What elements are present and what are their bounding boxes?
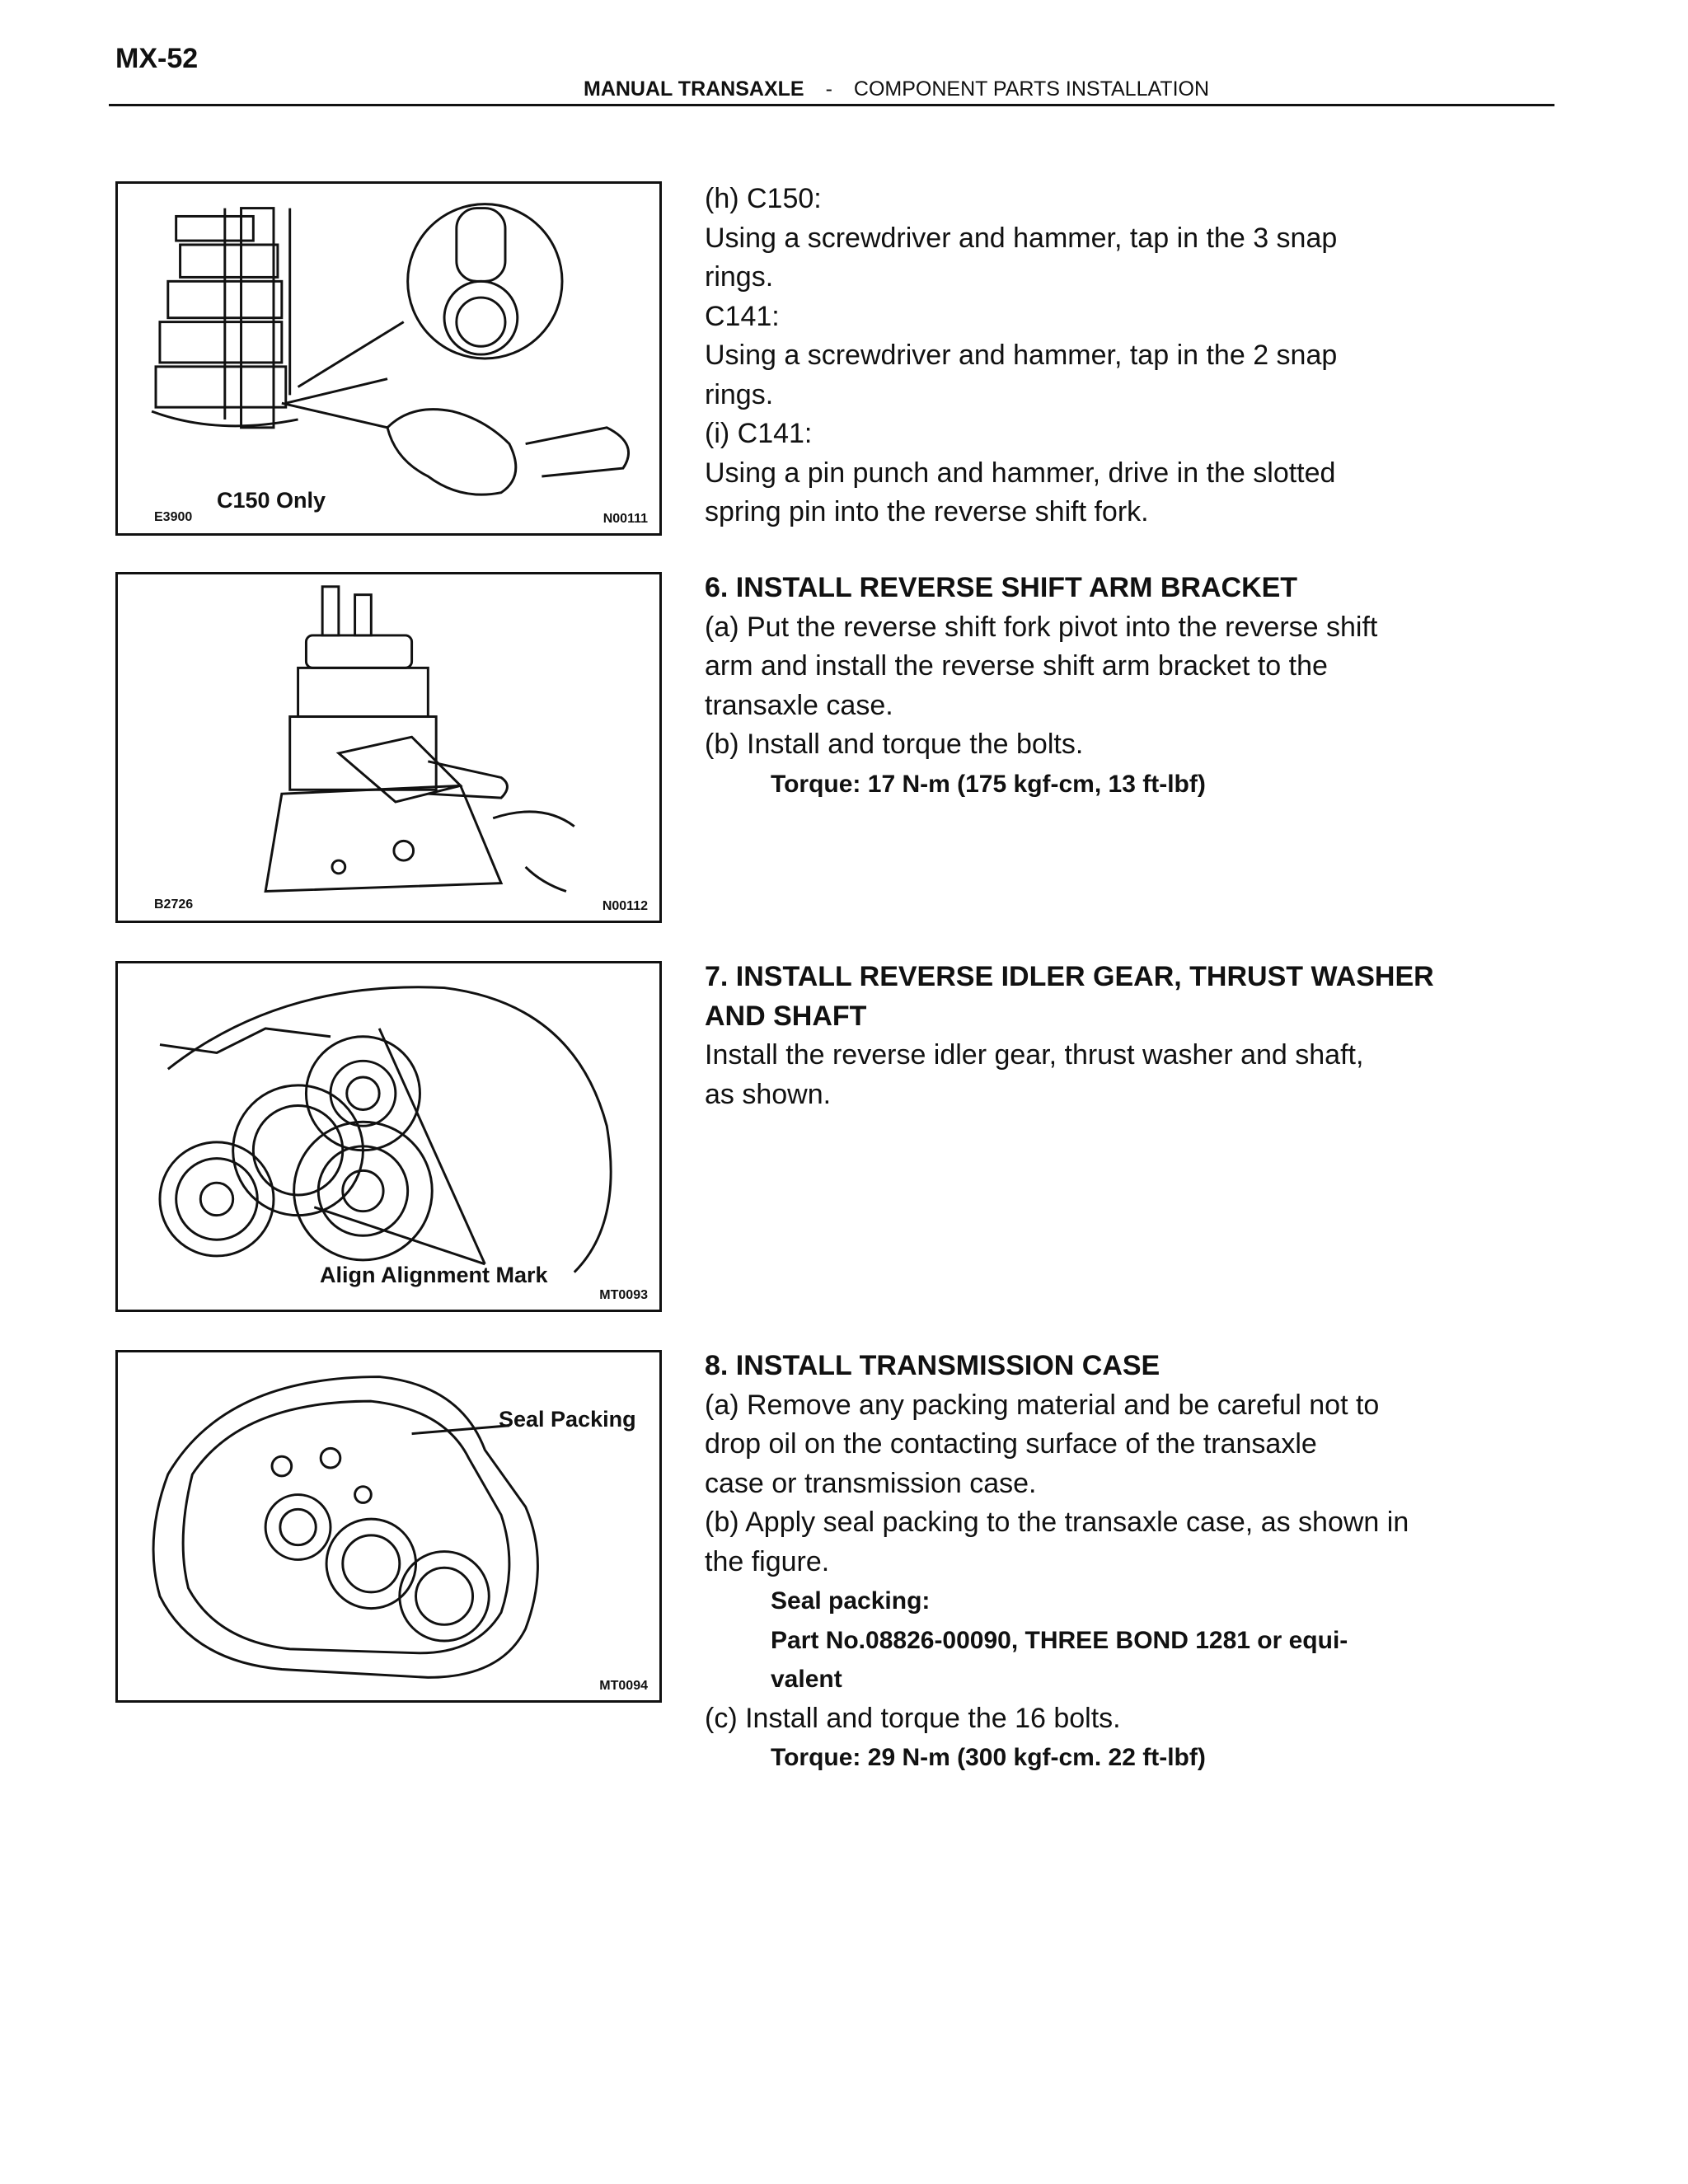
step-6-line: (a) Put the reverse shift fork pivot int…: [705, 611, 1378, 643]
figure-caption: Seal Packing: [499, 1407, 636, 1432]
step-7-line: as shown.: [705, 1078, 832, 1110]
step-8-line: (c) Install and torque the 16 bolts.: [705, 1702, 1121, 1734]
seal-packing-part-number: Part No.08826-00090, THREE BOND 1281 or …: [771, 1626, 1348, 1654]
figure-caption: C150 Only: [217, 488, 326, 513]
step-6-line: arm and install the reverse shift arm br…: [705, 650, 1328, 682]
page-number: MX-52: [115, 43, 199, 74]
section-title: MANUAL TRANSAXLE: [584, 77, 804, 101]
header-rule: [109, 104, 1554, 106]
step-8-line: case or transmission case.: [705, 1467, 1037, 1499]
step-7-title: 7. INSTALL REVERSE IDLER GEAR, THRUST WA…: [705, 961, 1434, 992]
step-6-title: 6. INSTALL REVERSE SHIFT ARM BRACKET: [705, 572, 1298, 603]
step-i-line: Using a pin punch and hammer, drive in t…: [705, 457, 1336, 489]
running-header: MANUAL TRANSAXLE-COMPONENT PARTS INSTALL…: [584, 77, 1209, 101]
reverse-idler-gear-illustration: [158, 986, 612, 1273]
step-8-text: 8. INSTALL TRANSMISSION CASE (a) Remove …: [705, 1347, 1529, 1778]
step-i-line: (i) C141:: [705, 418, 813, 449]
figure-code-left: E3900: [154, 510, 193, 524]
seal-packing-illustration: [152, 1376, 539, 1679]
step-8-title: 8. INSTALL TRANSMISSION CASE: [705, 1350, 1160, 1381]
step-7-line: Install the reverse idler gear, thrust w…: [705, 1039, 1364, 1071]
step-h-line: C141:: [705, 300, 780, 332]
step-8-line: (b) Apply seal packing to the transaxle …: [705, 1507, 1409, 1538]
step-8-line: drop oil on the contacting surface of th…: [705, 1428, 1317, 1460]
step-6-line: (b) Install and torque the bolts.: [705, 729, 1084, 760]
step-h-line: rings.: [705, 378, 774, 410]
header-separator: -: [825, 77, 832, 101]
figure-code-right: MT0093: [599, 1288, 648, 1302]
figure-code-left: B2726: [154, 898, 194, 912]
figure-code-right: N00112: [602, 899, 648, 913]
figure-code-right: MT0094: [599, 1679, 648, 1693]
step-8-line: (a) Remove any packing material and be c…: [705, 1389, 1380, 1421]
snap-ring-illustration: [151, 203, 631, 496]
figure-snap-ring: E3900 C150 Only N00111: [115, 181, 662, 536]
seal-packing-part-number-cont: valent: [771, 1666, 842, 1693]
step-8-line: the figure.: [705, 1545, 830, 1577]
step-6-torque: Torque: 17 N-m (175 kgf-cm, 13 ft-lbf): [771, 770, 1206, 798]
step-6-line: transaxle case.: [705, 689, 893, 721]
figure-seal-packing: Seal Packing MT0094: [115, 1350, 662, 1703]
figure-reverse-idler-gear: Align Alignment Mark MT0093: [115, 961, 662, 1312]
step-6-text: 6. INSTALL REVERSE SHIFT ARM BRACKET (a)…: [705, 569, 1529, 804]
step-7-title: AND SHAFT: [705, 1000, 867, 1032]
step-h-line: rings.: [705, 261, 774, 293]
step-7-text: 7. INSTALL REVERSE IDLER GEAR, THRUST WA…: [705, 958, 1529, 1114]
step-h-line: (h) C150:: [705, 183, 822, 214]
step-h-line: Using a screwdriver and hammer, tap in t…: [705, 222, 1338, 254]
subsection-title: COMPONENT PARTS INSTALLATION: [853, 77, 1210, 101]
figure-code-right: N00111: [603, 512, 648, 526]
step-8-torque: Torque: 29 N-m (300 kgf-cm. 22 ft-lbf): [771, 1744, 1206, 1771]
seal-packing-label: Seal packing:: [771, 1587, 931, 1615]
figure-shift-arm-bracket: B2726 N00112: [115, 572, 662, 923]
step-h-text: (h) C150: Using a screwdriver and hammer…: [705, 180, 1529, 532]
shift-arm-bracket-illustration: [264, 585, 575, 893]
step-h-line: Using a screwdriver and hammer, tap in t…: [705, 340, 1338, 371]
figure-caption: Align Alignment Mark: [320, 1263, 548, 1287]
step-i-line: spring pin into the reverse shift fork.: [705, 496, 1149, 527]
